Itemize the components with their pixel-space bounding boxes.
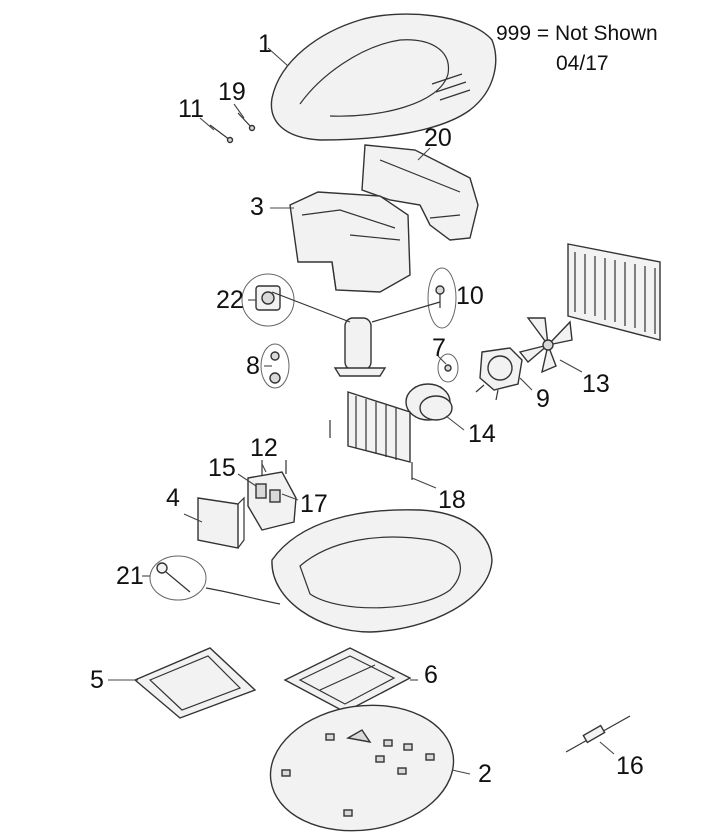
part-13-fan-blade [518,317,573,374]
part-22-capacitor [241,273,295,327]
callout-3: 3 [250,193,264,221]
part-4-electrical-box [197,496,245,549]
callout-21: 21 [116,562,144,590]
callout-2: 2 [478,760,492,788]
compressor [271,291,441,377]
part-3-housing [289,191,411,293]
callout-10: 10 [456,282,484,310]
callout-22: 22 [216,286,244,314]
callout-9: 9 [536,385,550,413]
part-8-grommets [260,343,290,389]
callout-14: 14 [468,420,496,448]
base-pan [205,509,493,633]
part-19-screw [237,112,256,132]
callout-20: 20 [424,124,452,152]
callout-8: 8 [246,352,260,380]
callout-7: 7 [432,334,446,362]
callout-12: 12 [250,434,278,462]
callout-16: 16 [616,752,644,780]
callout-18: 18 [438,486,466,514]
callout-5: 5 [90,666,104,694]
callout-4: 4 [166,484,180,512]
callout-19: 19 [218,78,246,106]
condenser-coil [567,243,661,341]
part-5-gasket [133,647,257,719]
callout-15: 15 [208,454,236,482]
part-6-gasket [283,647,412,713]
legend-revision-date: 04/17 [556,52,609,75]
part-2-ceiling-assembly [269,704,455,832]
leader-lines [108,47,615,775]
legend-not-shown-note: 999 = Not Shown [496,22,658,45]
part-9-fan-motor [475,347,523,401]
callout-6: 6 [424,661,438,689]
evaporator-coil [329,391,413,480]
part-11-screw [209,124,234,144]
callout-1: 1 [258,30,272,58]
part-10-overload [427,267,457,329]
part-16-thermistor [565,715,631,753]
control-board-assembly [247,460,297,531]
part-1-shroud [270,13,497,141]
part-21-sensor [149,555,207,601]
callout-11: 11 [178,95,204,123]
callout-13: 13 [582,370,610,398]
part-14-fan-shroud-ring [405,383,453,421]
callout-17: 17 [300,490,328,518]
